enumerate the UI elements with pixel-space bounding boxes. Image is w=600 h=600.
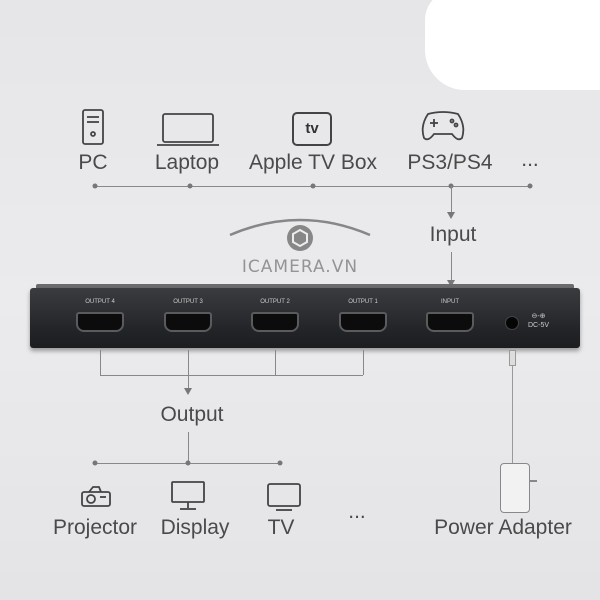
source-label-apple-tv: Apple TV Box [248,151,378,174]
apple-tv-icon: tv [292,112,332,146]
power-adapter-icon [500,463,530,513]
svg-text:ICAMERA.VN: ICAMERA.VN [242,257,358,277]
adapter-prong [529,480,537,482]
source-label-ps: PS3/PS4 [407,151,493,174]
port-label: OUTPUT 3 [173,299,203,305]
connector-dot [185,460,191,466]
hdmi-port-output-1 [339,312,387,332]
input-arrow-line [451,252,452,286]
display-label-more: ... [348,500,366,523]
display-label-tv: TV [267,516,295,539]
output-line [275,350,276,375]
tv-icon [267,483,301,511]
connector-dot [92,183,98,189]
connector-dot [92,460,98,466]
connector-dot [277,460,283,466]
hdmi-port-output-2 [251,312,299,332]
port-label: OUTPUT 1 [348,299,378,305]
arrow-down-icon [447,212,455,219]
monitor-icon [171,481,205,510]
power-jack-label: ⊖-⊕DC-5V [528,313,550,329]
power-adapter-label: Power Adapter [434,516,572,539]
hdmi-port-output-4 [76,312,124,332]
connector-dot [527,183,533,189]
input-label: Input [429,223,477,246]
output-line [100,350,101,375]
source-label-laptop: Laptop [154,151,220,174]
projector-icon [81,486,111,507]
output-label: Output [160,403,224,426]
source-label-pc: PC [78,151,108,174]
output-line [188,350,189,392]
power-cable [512,365,513,465]
laptop-icon [157,113,219,146]
output-line [363,350,364,375]
connector-dot [310,183,316,189]
watermark-logo: ICAMERA.VN [229,218,371,277]
connector-dot [187,183,193,189]
arrow-down-icon [184,388,192,395]
hdmi-port-input [426,312,474,332]
background-highlight [425,0,600,90]
output-bus-line [100,375,363,376]
port-label: OUTPUT 4 [85,299,115,305]
pc-tower-icon [82,109,104,145]
input-arrow-line [451,186,452,216]
arrow-down-icon [447,280,455,287]
dc-power-jack [505,316,519,330]
port-label: OUTPUT 2 [260,299,290,305]
display-label-projector: Projector [52,516,138,539]
output-line [188,432,189,463]
source-label-more: ... [521,148,539,171]
gamepad-icon [421,111,465,141]
hdmi-port-output-3 [164,312,212,332]
splitter-top-edge [36,284,574,290]
power-plug [509,350,516,366]
port-label: INPUT [441,299,459,305]
display-label-display: Display [160,516,230,539]
